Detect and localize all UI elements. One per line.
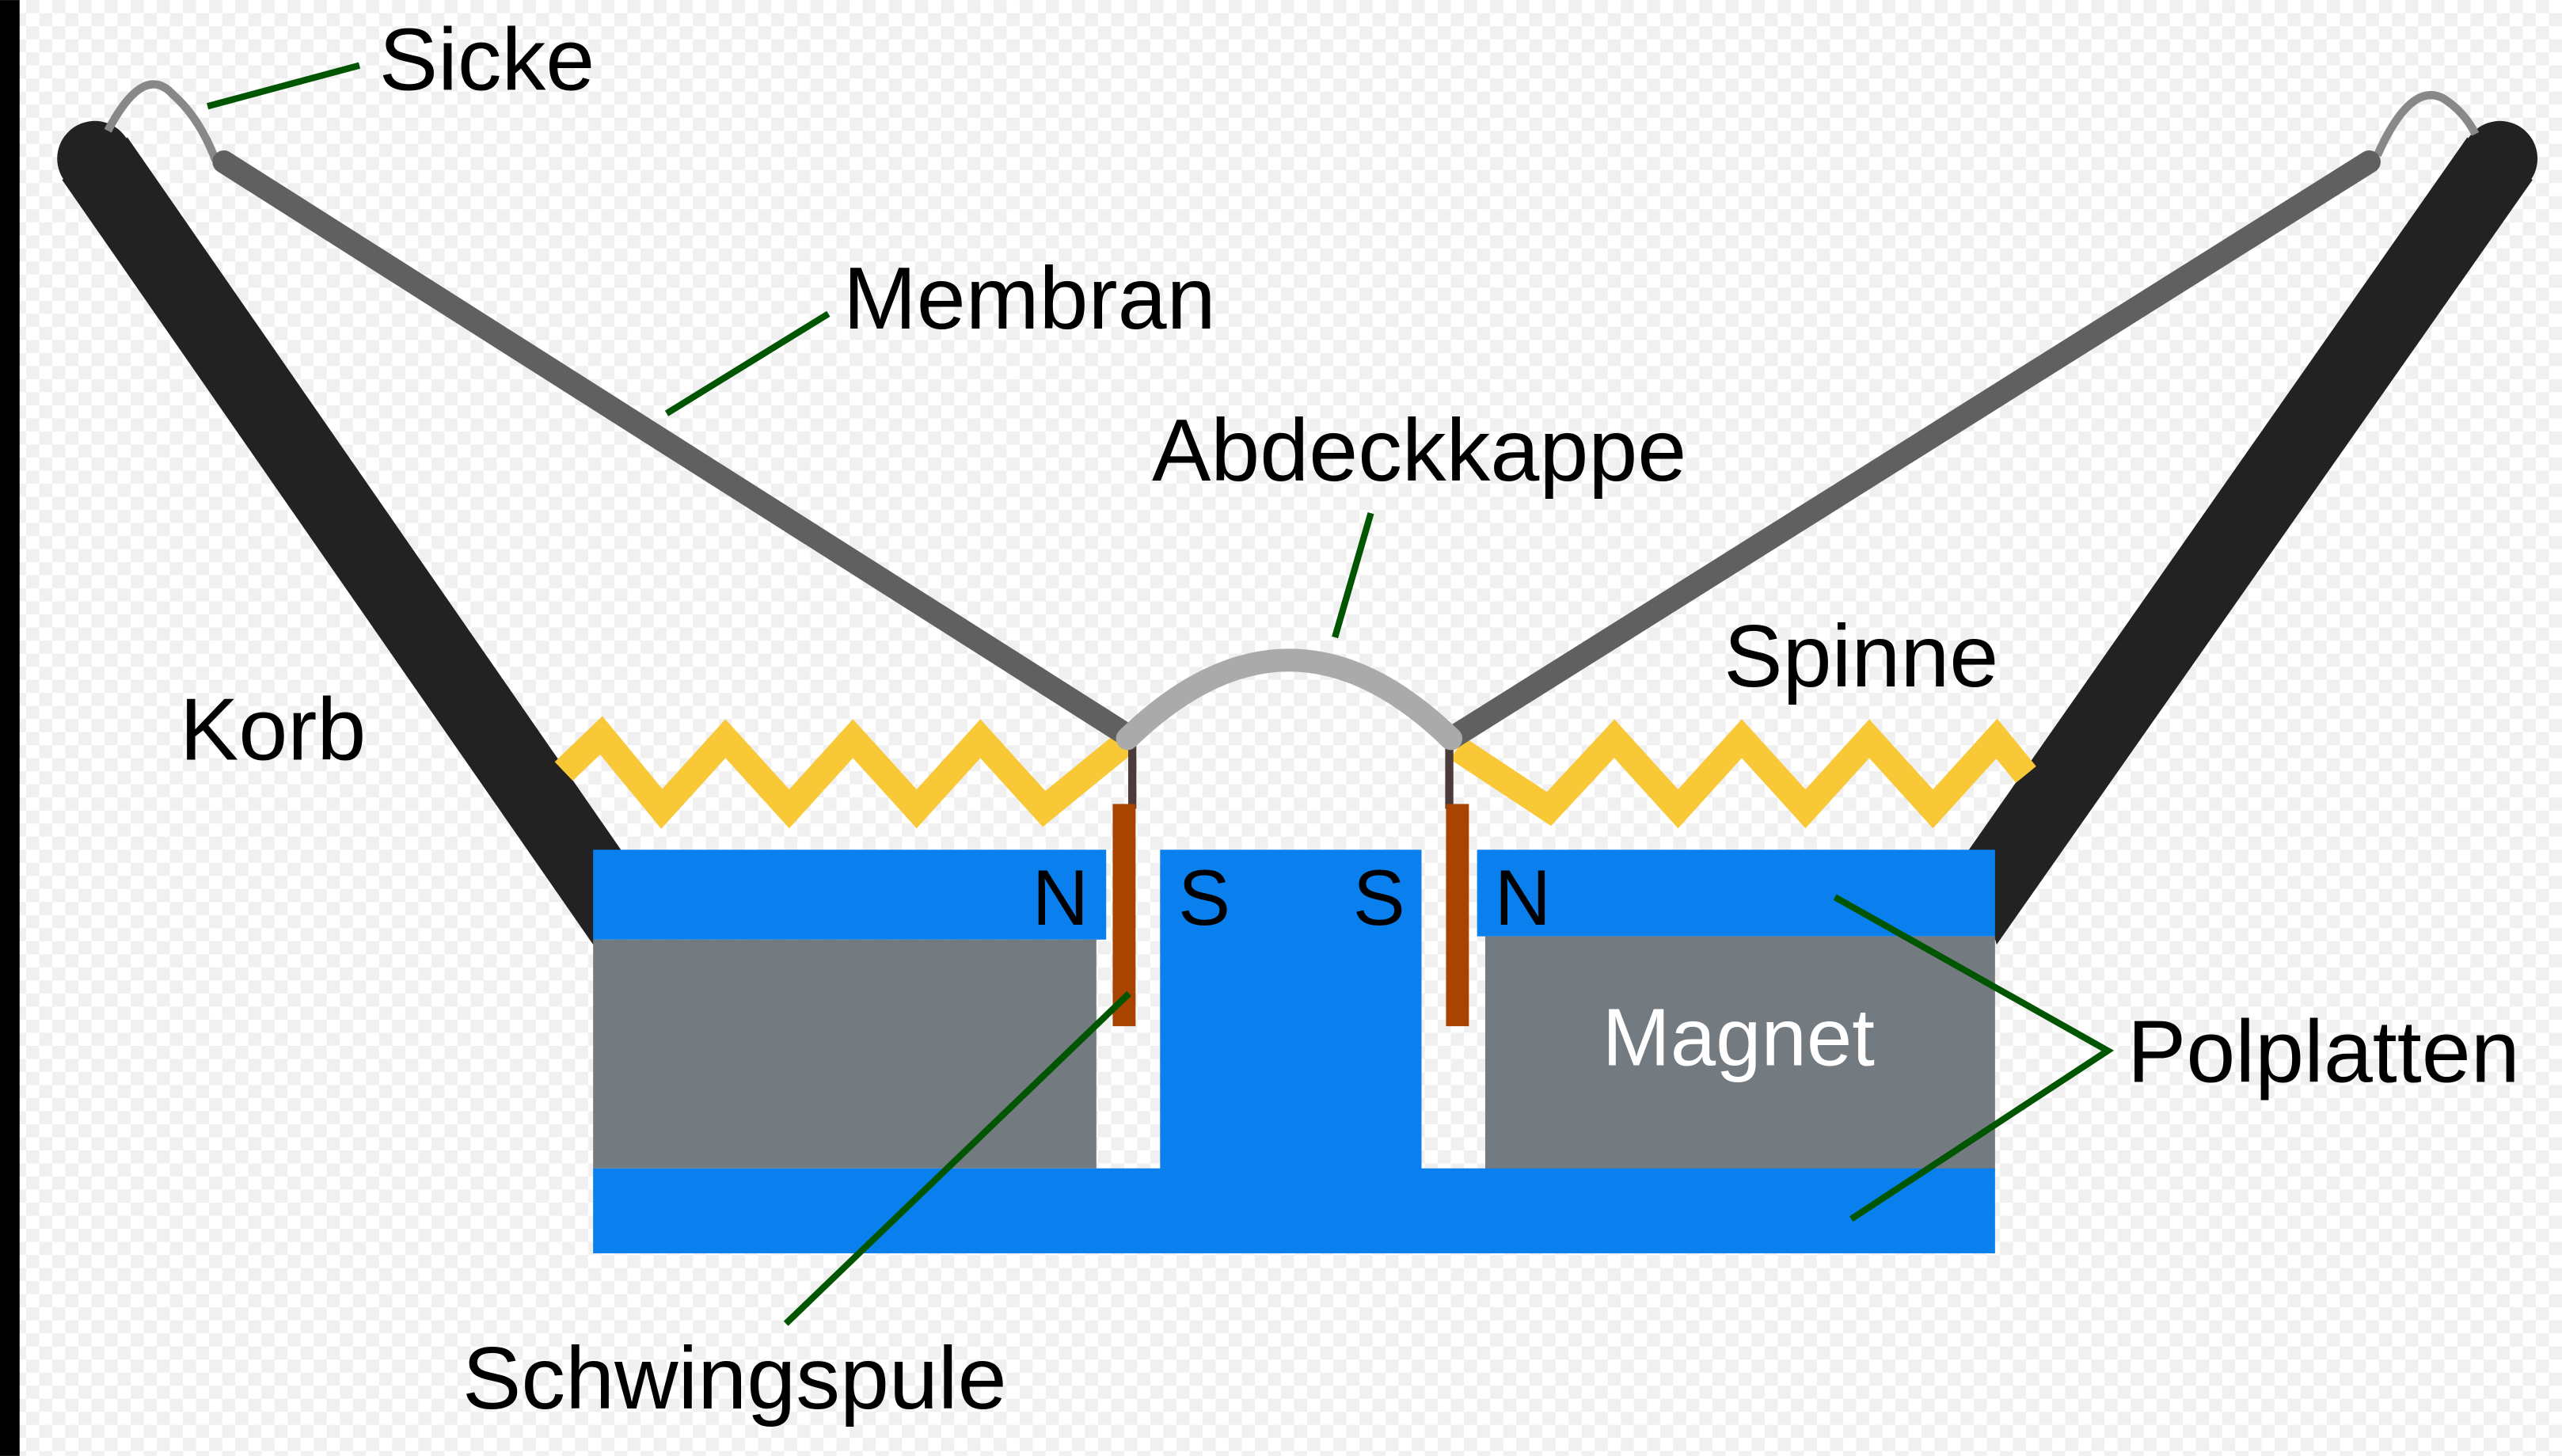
pole-label-left-outer: N (1032, 853, 1089, 941)
schwingspule-right (1446, 804, 1469, 1027)
label-spinne: Spinne (1724, 606, 1998, 705)
membran-right (1439, 150, 2381, 751)
label-korb: Korb (180, 680, 366, 779)
pole-label-right-inner: S (1353, 853, 1405, 941)
abdeckkappe (1116, 648, 1463, 751)
polplatte-top-left (593, 850, 1107, 940)
sicke-left (104, 80, 220, 162)
sicke-right (2374, 91, 2480, 158)
leader-polplatten (1833, 894, 2115, 1222)
leader-sicke (207, 62, 361, 110)
pole-label-right-outer: N (1495, 853, 1552, 941)
pole-label-left-inner: S (1178, 853, 1230, 941)
leader-membran (664, 310, 831, 416)
label-polplatten: Polplatten (2127, 1002, 2520, 1101)
leader-schwingspule (783, 990, 1131, 1326)
korb-right (1968, 120, 2538, 945)
label-membran: Membran (843, 249, 1216, 348)
schwingspule-left (1112, 804, 1136, 1027)
magnet-label: Magnet (1602, 992, 1875, 1083)
korb-left (57, 120, 621, 945)
magnet-right (1484, 936, 1995, 1172)
left-edge-bar (0, 0, 20, 1456)
polplatte-top-right (1477, 850, 1995, 937)
label-abdeckkappe: Abdeckkappe (1152, 401, 1686, 500)
label-sicke: Sicke (379, 10, 595, 109)
spinne-right (1450, 718, 2036, 829)
label-schwingspule: Schwingspule (462, 1329, 1007, 1427)
leader-abdeckkappe (1332, 511, 1374, 639)
spinne-left (554, 716, 1133, 829)
pole-core (1160, 850, 1422, 1177)
polplatte-bottom (593, 1168, 1995, 1254)
magnet-left (593, 939, 1097, 1169)
membran-left (212, 150, 1139, 747)
